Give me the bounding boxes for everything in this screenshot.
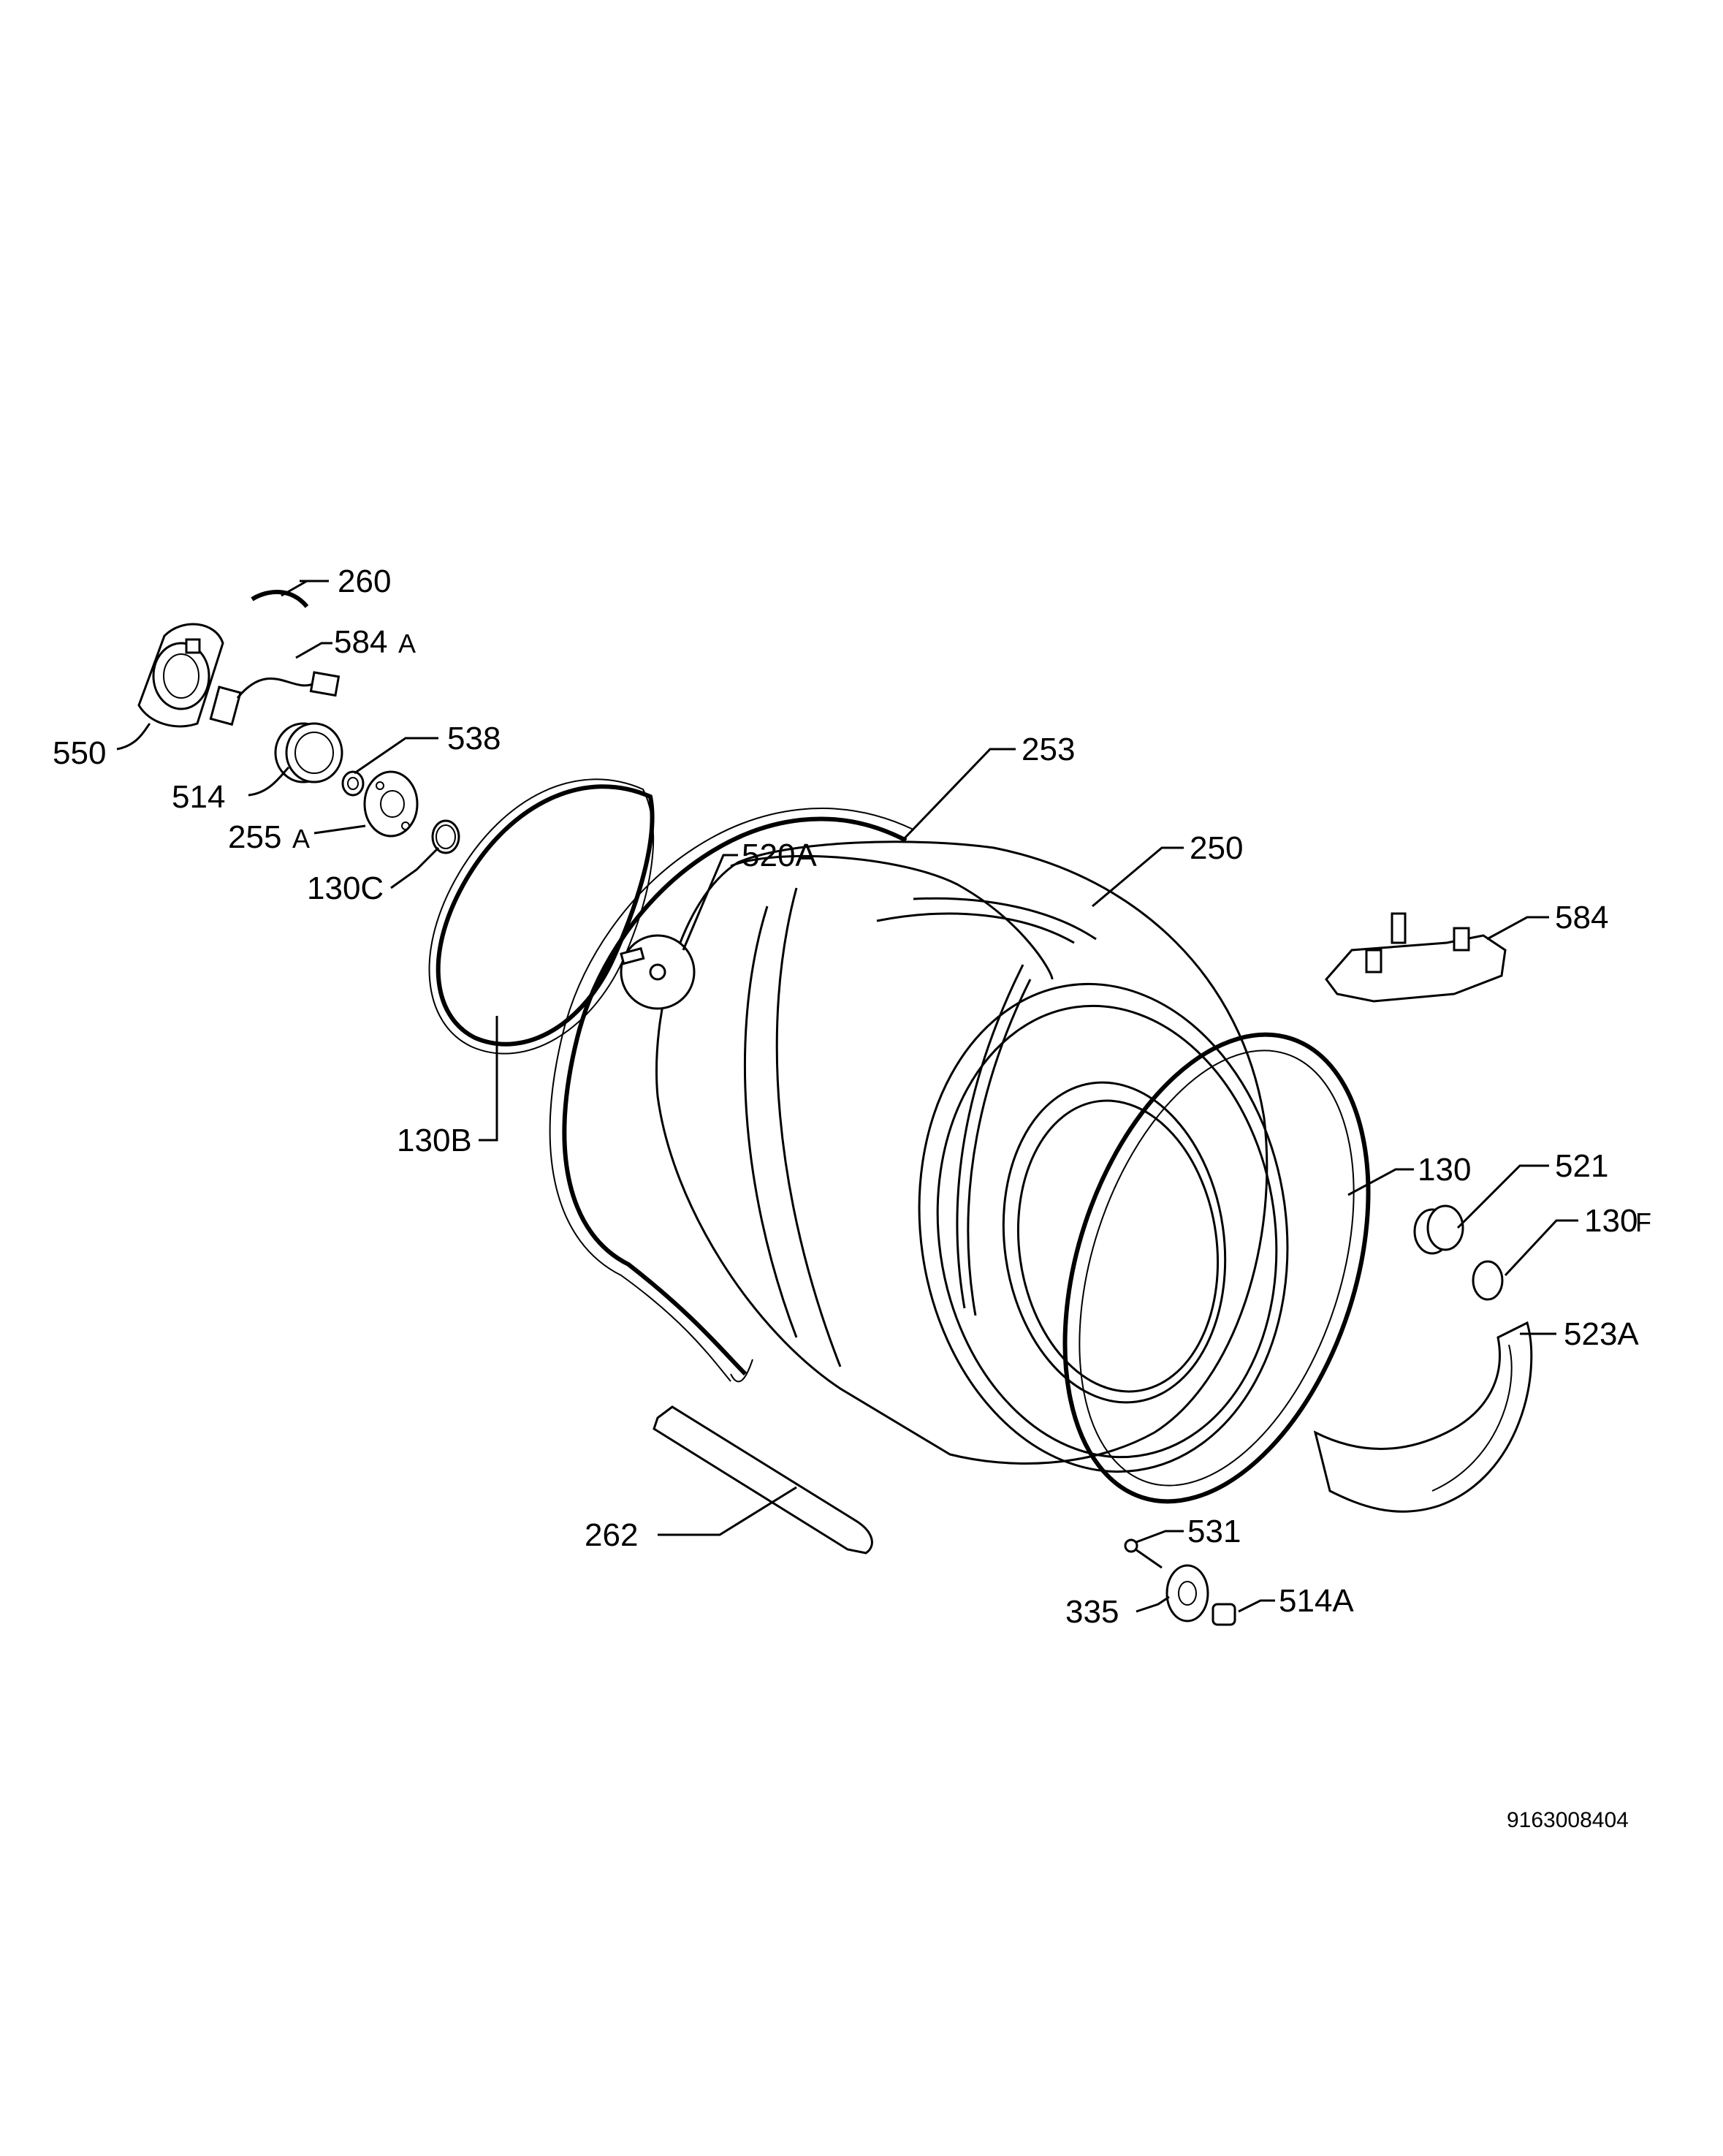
label-523a: 523A	[1564, 1316, 1639, 1352]
rear-seal-130b	[428, 778, 655, 1055]
leader-lines	[116, 580, 1578, 1613]
label-260: 260	[338, 563, 391, 599]
label-253: 253	[1022, 732, 1075, 767]
label-584a-suffix: A	[398, 629, 416, 658]
label-255a-suffix: A	[292, 824, 310, 854]
drum-250	[655, 840, 1289, 1473]
label-550: 550	[53, 735, 106, 771]
sensor-584a	[209, 671, 341, 726]
part-labels: 260 584 A 550 538 514 255 A 130C 253 520…	[53, 563, 1651, 1630]
switch-584	[1325, 912, 1507, 1003]
label-514a: 514A	[1279, 1583, 1354, 1619]
guide-523a	[1313, 1321, 1533, 1513]
axle-514a	[1212, 1603, 1236, 1626]
washer-538	[341, 770, 365, 797]
skid-262	[653, 1405, 873, 1555]
label-250: 250	[1190, 830, 1243, 866]
drum-seal-253	[549, 808, 914, 1383]
label-521: 521	[1555, 1148, 1608, 1184]
label-130: 130	[1418, 1152, 1471, 1188]
label-531: 531	[1187, 1514, 1241, 1549]
label-520a: 520A	[742, 838, 817, 873]
label-255a: 255	[228, 819, 281, 855]
ring-130f	[1472, 1260, 1504, 1301]
label-130b: 130B	[397, 1123, 472, 1158]
bearing-housing-255a	[363, 770, 419, 838]
label-514: 514	[172, 779, 225, 815]
label-584: 584	[1555, 900, 1608, 935]
bearing-520a	[620, 934, 696, 1010]
label-130c: 130C	[307, 870, 384, 906]
screw-531	[1124, 1538, 1163, 1569]
label-584a: 584	[334, 624, 387, 660]
clip-260	[251, 590, 309, 609]
front-seal-130	[1062, 1032, 1371, 1504]
ring-130c	[431, 819, 460, 854]
label-262: 262	[585, 1517, 638, 1553]
roller-335	[1165, 1564, 1209, 1622]
label-130f-suffix: F	[1635, 1207, 1651, 1237]
bracket-550	[137, 623, 224, 728]
document-number: 9163008404	[1507, 1808, 1629, 1832]
label-130f: 130	[1584, 1203, 1638, 1239]
bushing-521	[1413, 1204, 1464, 1255]
bushing-514	[274, 722, 343, 783]
label-538: 538	[447, 721, 501, 756]
label-335: 335	[1065, 1594, 1119, 1630]
